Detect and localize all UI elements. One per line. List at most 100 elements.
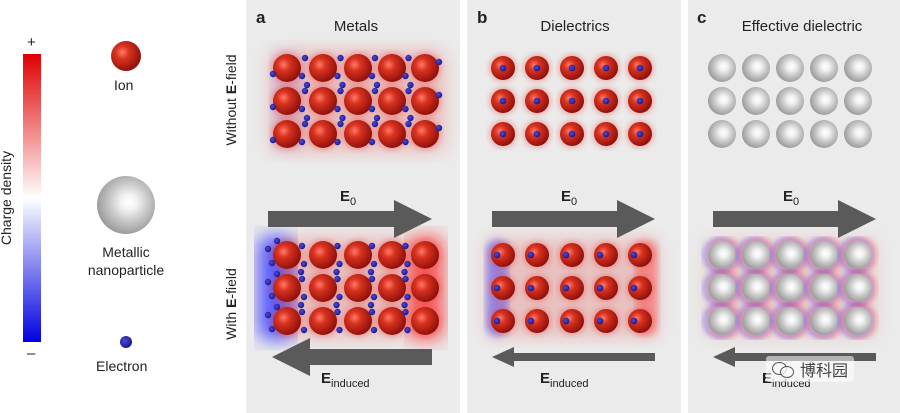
panel-a-top-electron-5 xyxy=(339,81,346,89)
panel-a-top-electron-1 xyxy=(298,72,306,80)
panel-a-bottom-electron-24 xyxy=(368,275,376,283)
panel-a-top-ion-r0-c3 xyxy=(378,54,406,82)
panel-a-top-electron-30 xyxy=(337,120,344,128)
panel-a-bottom-ion-r2-c4 xyxy=(411,307,439,335)
row-label-without-e: E xyxy=(223,84,239,95)
panel-a-bottom-electron-23 xyxy=(333,301,340,309)
panel-a-top-electron-8 xyxy=(373,81,381,89)
panel-b-bottom-electron-r1-c1 xyxy=(527,284,535,292)
legend-ion-symbol xyxy=(111,41,141,71)
panel-b-bottom-ion-r2-c0 xyxy=(491,309,515,333)
panel-b-e0-sub: 0 xyxy=(571,196,578,208)
legend-ion-label: Ion xyxy=(114,77,134,93)
panel-b-bottom-ion-r0-c0 xyxy=(491,243,515,267)
panel-b-bottom-electron-r2-c0 xyxy=(493,317,501,325)
panel-a-bottom-electron-11 xyxy=(367,268,375,276)
panel-a-bottom-electron-35 xyxy=(334,308,341,316)
legend-electron-label: Electron xyxy=(96,358,148,374)
panel-a-top-electron-9 xyxy=(405,54,412,62)
panel-a-bottom-ion-r1-c2 xyxy=(344,274,372,302)
panel-b-bottom-ion-r1-c2 xyxy=(560,276,584,300)
panel-a-bottom-electron-1 xyxy=(268,259,276,267)
panel-a-bottom-ion-r1-c3 xyxy=(378,274,406,302)
panel-b-bottom-ion-r1-c4 xyxy=(628,276,652,300)
panel-a-einduced-arrow xyxy=(272,338,432,376)
panel-b-bottom-electron-r1-c2 xyxy=(562,284,570,292)
colorbar-minus-label: – xyxy=(27,345,36,362)
panel-a-top-electron-28 xyxy=(301,120,309,128)
panel-a-bottom-ion-r0-c4 xyxy=(411,241,439,269)
panel-c-top-nanoparticle-r2-c3 xyxy=(810,120,838,148)
panel-c-bottom-nanoparticle-r2-c3 xyxy=(810,307,838,335)
panel-b-bottom-electron-r0-c2 xyxy=(562,251,570,259)
panel-a-bottom-electron-6 xyxy=(334,242,341,250)
panel-a-top-ion-r2-c4 xyxy=(411,120,439,148)
panel-a-top-electron-0 xyxy=(301,54,309,62)
panel-a-bottom-electron-28 xyxy=(404,293,411,301)
panel-b-bottom-ion-r2-c2 xyxy=(560,309,584,333)
panel-a-top-electron-10 xyxy=(402,72,409,80)
panel-b-top-electron-r0-c2 xyxy=(568,64,576,72)
panel-a-bottom-ion-r1-c0 xyxy=(273,274,301,302)
panel-c-bottom-nanoparticle-r2-c1 xyxy=(742,307,770,335)
panel-a-bottom-electron-22 xyxy=(336,293,343,301)
panel-b-bottom-ion-r2-c1 xyxy=(525,309,549,333)
panel-a-top-ion-r1-c0 xyxy=(273,87,301,115)
panel-b-e0-main: E xyxy=(561,188,572,205)
panel-a-bottom-ion-r2-c2 xyxy=(344,307,372,335)
panel-c-top-nanoparticle-r0-c4 xyxy=(844,54,872,82)
panel-a-bottom-electron-33 xyxy=(298,308,306,316)
panel-a-top-electron-26 xyxy=(269,103,277,111)
panel-a-einduced-label: Einduced xyxy=(321,370,370,390)
panel-a-ei-sub: induced xyxy=(331,378,370,390)
panel-a-top-electron-27 xyxy=(435,91,443,99)
watermark: 博科园 xyxy=(766,356,855,382)
panel-a-bottom-electron-19 xyxy=(300,293,308,301)
panel-a-top-electron-34 xyxy=(405,120,412,128)
panel-a-top-electron-15 xyxy=(298,105,306,113)
panel-b-einduced-label: Einduced xyxy=(540,370,589,390)
panel-a-bottom-electron-0 xyxy=(264,245,272,253)
panel-b-bottom-ion-r1-c0 xyxy=(491,276,515,300)
panel-b-bottom-electron-r2-c3 xyxy=(596,317,604,325)
panel-a-top-electron-25 xyxy=(407,114,414,122)
row-label-with-field: With E-field xyxy=(223,234,239,374)
panel-c-bottom-nanoparticle-r2-c4 xyxy=(844,307,872,335)
panel-a-top-electron-37 xyxy=(435,124,443,132)
panel-b-bottom-ion-r2-c3 xyxy=(594,309,618,333)
panel-c-top-nanoparticle-r1-c2 xyxy=(776,87,804,115)
panel-a-bottom-electron-20 xyxy=(297,301,305,309)
panel-c-bottom-nanoparticle-r2-c2 xyxy=(776,307,804,335)
panel-b-bottom-electron-r1-c4 xyxy=(630,284,638,292)
panel-b-top-electron-r0-c3 xyxy=(602,64,610,72)
panel-b-title: Dielectrics xyxy=(540,18,610,35)
panel-b-bottom-ion-r0-c2 xyxy=(560,243,584,267)
panel-a-bottom-electron-4 xyxy=(300,260,308,268)
panel-b-letter: b xyxy=(477,8,488,27)
panel-c-bottom-nanoparticle-r2-c0 xyxy=(708,307,736,335)
panel-a-bottom-ion-r0-c3 xyxy=(378,241,406,269)
panel-a-bottom-electron-17 xyxy=(273,270,281,278)
panel-a-top-electron-19 xyxy=(339,114,346,122)
panel-a-bottom-electron-7 xyxy=(336,260,343,268)
panel-a-ei-main: E xyxy=(321,370,332,387)
panel-c-top-nanoparticle-r1-c0 xyxy=(708,87,736,115)
panel-a-letter: a xyxy=(256,8,266,27)
panel-c-letter: c xyxy=(697,8,707,27)
panel-b-top-electron-r2-c0 xyxy=(499,130,507,138)
panel-a-top-electron-33 xyxy=(368,138,376,146)
panel-a-top-electron-13 xyxy=(435,58,443,66)
panel-a-bottom-electron-39 xyxy=(402,308,409,316)
panel-b-bottom-electron-r1-c0 xyxy=(493,284,501,292)
panel-a-bottom-electron-29 xyxy=(401,301,408,309)
panel-c-e0-sub: 0 xyxy=(793,196,800,208)
legend-electron-symbol xyxy=(120,336,132,348)
panel-c-top-nanoparticle-r0-c3 xyxy=(810,54,838,82)
panel-c-top-nanoparticle-r0-c1 xyxy=(742,54,770,82)
panel-b-top-electron-r0-c0 xyxy=(499,64,507,72)
panel-a-top-electron-16 xyxy=(303,114,311,122)
panel-a-title: Metals xyxy=(333,18,379,35)
row-label-without-suffix: -field xyxy=(223,54,239,85)
legend-nanoparticle-label-line1: Metallic xyxy=(102,244,150,260)
